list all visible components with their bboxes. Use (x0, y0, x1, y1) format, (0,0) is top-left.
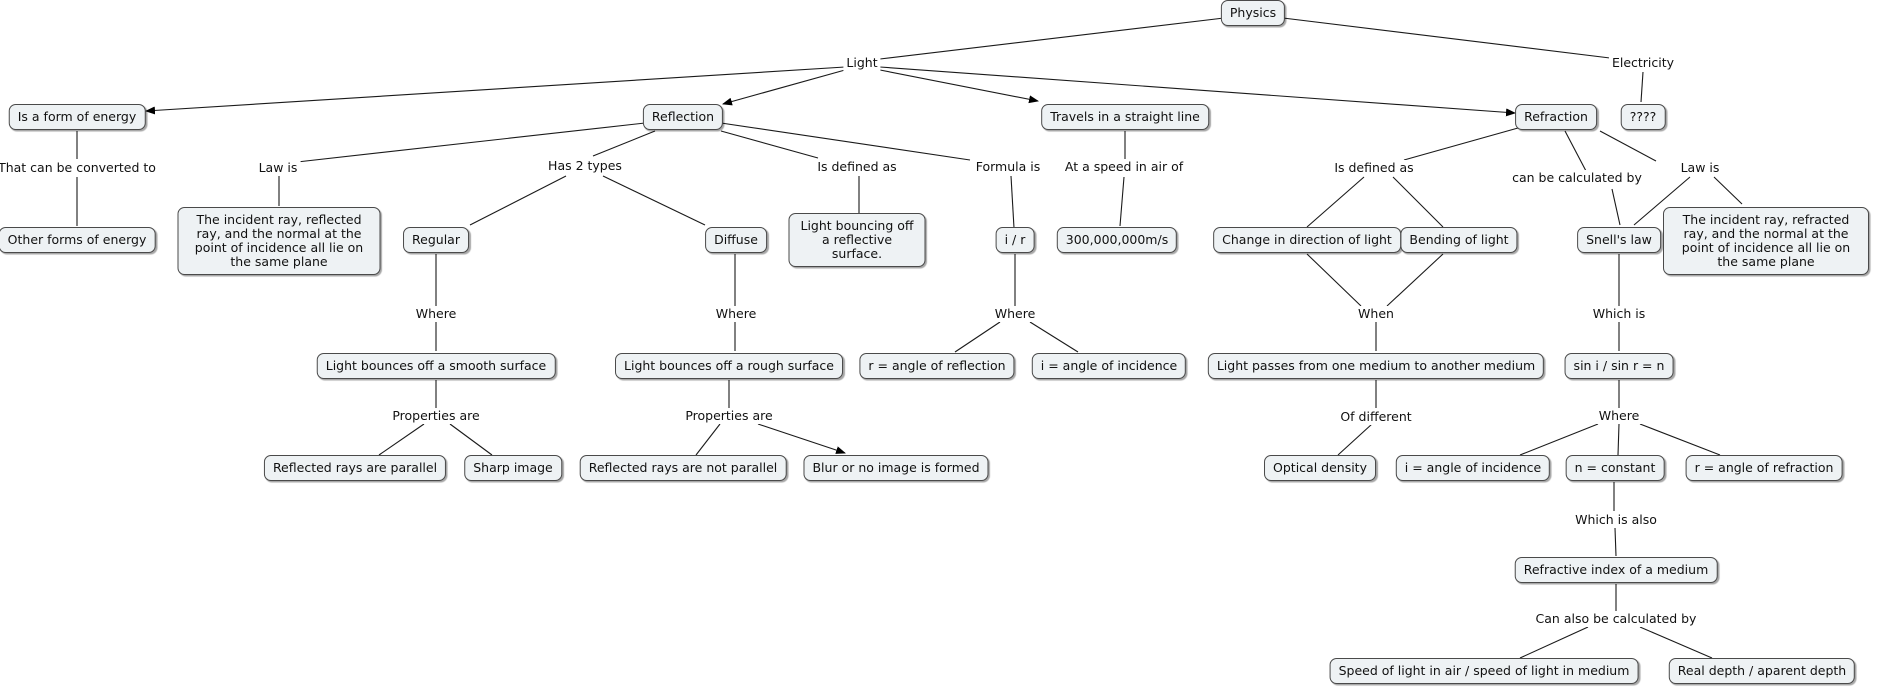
reflection-law-is-label: Law is (255, 160, 301, 176)
connector-line (879, 69, 1039, 104)
connector-line (592, 130, 656, 157)
connector-line (1282, 17, 1611, 59)
n-constant-node[interactable]: n = constant (1565, 455, 1665, 481)
where-formula-label: Where (991, 306, 1039, 322)
reflection-angle-node[interactable]: r = angle of reflection (859, 353, 1015, 379)
when-label: When (1355, 306, 1397, 322)
rays-not-parallel-node[interactable]: Reflected rays are not parallel (579, 455, 787, 481)
connector-line (1564, 130, 1587, 172)
connector-line (1519, 423, 1599, 456)
where-diffuse-label: Where (712, 306, 760, 322)
connector-line (602, 175, 706, 226)
connector-line (1519, 626, 1589, 659)
connector-line (1306, 176, 1365, 228)
connector-line (757, 423, 846, 454)
passes-medium-node[interactable]: Light passes from one medium to another … (1207, 353, 1545, 379)
properties-diffuse-label: Properties are (682, 408, 776, 424)
connector-line (1119, 176, 1125, 227)
connector-line (1392, 176, 1444, 228)
smooth-surface-node[interactable]: Light bounces off a smooth surface (316, 353, 556, 379)
connector-line (720, 122, 971, 161)
rays-parallel-node[interactable]: Reflected rays are parallel (263, 455, 447, 481)
connector-line (720, 130, 819, 159)
which-is-label: Which is (1589, 306, 1649, 322)
connector-line (1713, 176, 1743, 205)
where-snell-label: Where (1595, 408, 1643, 424)
connector-line (1010, 175, 1015, 229)
bending-node[interactable]: Bending of light (1400, 227, 1518, 253)
sin-formula-node[interactable]: sin i / sin r = n (1564, 353, 1674, 379)
which-is-also-label: Which is also (1572, 512, 1660, 528)
rough-surface-node[interactable]: Light bounces off a rough surface (615, 353, 843, 379)
connector-line (1633, 176, 1691, 226)
connector-line (879, 17, 1225, 60)
also-calculated-label: Can also be calculated by (1532, 611, 1700, 627)
where-regular-label: Where (412, 306, 460, 322)
i-over-r-node[interactable]: i / r (995, 227, 1035, 253)
reflection-defined-as-label: Is defined as (814, 159, 900, 175)
energy-form-node[interactable]: Is a form of energy (8, 104, 146, 130)
sharp-image-node[interactable]: Sharp image (464, 455, 562, 481)
connector-line (722, 69, 846, 106)
connector-line (1306, 253, 1362, 307)
connector-line (695, 423, 721, 456)
properties-regular-label: Properties are (389, 408, 483, 424)
refraction-law-node[interactable]: The incident ray, refracted ray, and the… (1663, 207, 1869, 275)
refraction-law-is-label: Law is (1677, 160, 1723, 176)
calculated-by-label: can be calculated by (1509, 170, 1645, 186)
refraction-angle-node[interactable]: r = angle of refraction (1685, 455, 1843, 481)
other-energy-node[interactable]: Other forms of energy (0, 227, 156, 253)
connector-line (145, 66, 846, 115)
incidence-angle-refraction-node[interactable]: i = angle of incidence (1395, 455, 1551, 481)
straight-line-node[interactable]: Travels in a straight line (1041, 104, 1209, 130)
connector-line (1029, 321, 1079, 353)
diffuse-node[interactable]: Diffuse (705, 227, 767, 253)
connector-line (1403, 127, 1519, 161)
refraction-defined-as-label: Is defined as (1331, 160, 1417, 176)
change-direction-node[interactable]: Change in direction of light (1213, 227, 1401, 253)
reflection-node[interactable]: Reflection (642, 104, 724, 130)
formula-is-label: Formula is (972, 159, 1044, 175)
connector-line (1617, 423, 1620, 456)
incidence-angle-node[interactable]: i = angle of incidence (1031, 353, 1187, 379)
connector-line (1599, 130, 1657, 162)
snells-law-node[interactable]: Snell's law (1577, 227, 1661, 253)
converted-to-label: That can be converted to (0, 160, 159, 176)
speed-value-node[interactable]: 300,000,000m/s (1056, 227, 1178, 253)
optical-density-node[interactable]: Optical density (1264, 455, 1376, 481)
connector-line (1386, 253, 1444, 307)
reflection-definition-node[interactable]: Light bouncing off a reflective surface. (788, 213, 926, 267)
unknown-node[interactable]: ???? (1620, 104, 1666, 130)
electricity-label[interactable]: Electricity (1608, 55, 1678, 71)
connector-line (1337, 423, 1373, 456)
reflection-law-node[interactable]: The incident ray, reflected ray, and the… (177, 207, 381, 275)
connector-line (449, 423, 493, 456)
connector-line (1611, 188, 1621, 226)
refraction-node[interactable]: Refraction (1515, 104, 1597, 130)
refractive-index-node[interactable]: Refractive index of a medium (1514, 557, 1718, 583)
depth-ratio-node[interactable]: Real depth / aparent depth (1668, 658, 1856, 684)
connector-line (378, 423, 425, 456)
connector-line (1639, 423, 1721, 456)
of-different-label: Of different (1337, 409, 1415, 425)
connector-line (296, 122, 646, 163)
connector-line (1614, 527, 1617, 557)
physics-node[interactable]: Physics (1220, 0, 1286, 26)
connector-line (1640, 71, 1644, 103)
connector-line (879, 66, 1516, 117)
connector-line (954, 321, 1001, 353)
has-two-types-label: Has 2 types (545, 158, 625, 174)
speed-in-air-label: At a speed in air of (1061, 159, 1187, 175)
connector-line (1639, 626, 1713, 659)
connector-line (469, 175, 567, 226)
regular-node[interactable]: Regular (403, 227, 469, 253)
light-label[interactable]: Light (843, 55, 881, 71)
blur-image-node[interactable]: Blur or no image is formed (803, 455, 989, 481)
speed-ratio-node[interactable]: Speed of light in air / speed of light i… (1329, 658, 1639, 684)
